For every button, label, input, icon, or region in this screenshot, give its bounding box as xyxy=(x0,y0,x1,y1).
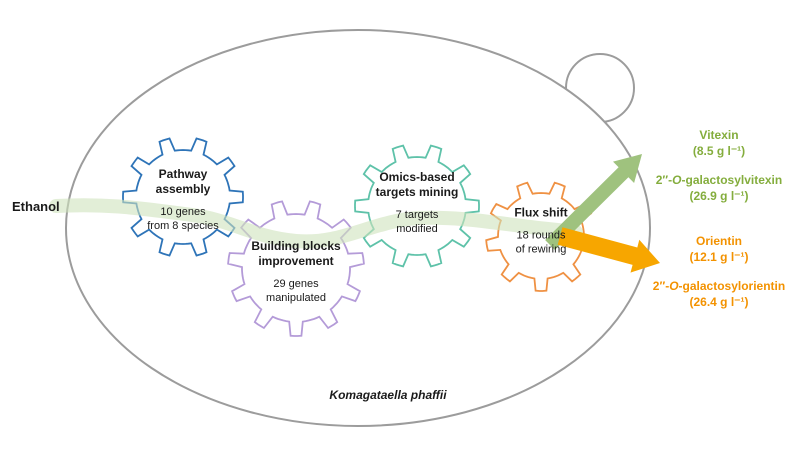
green-products: Vitexin (8.5 g l⁻¹) 2″-O-galactosylvitex… xyxy=(639,128,799,218)
product-titer: (26.4 g l⁻¹) xyxy=(689,294,749,309)
gear-title: Building blocks improvement xyxy=(251,238,341,268)
product-name-part: 2″- xyxy=(655,173,673,188)
gear-detail: 29 genes manipulated xyxy=(266,277,326,304)
orange-products: Orientin (12.1 g l⁻¹) 2″-O-galactosylori… xyxy=(639,234,799,324)
product-orientin: Orientin (12.1 g l⁻¹) xyxy=(639,234,799,265)
gear-omics-targets-icon xyxy=(354,144,480,268)
product-name: 2″-O-galactosylvitexin xyxy=(639,173,799,189)
gear-text-building-blocks: Building blocks improvement 29 genes man… xyxy=(240,239,352,306)
product-name: Orientin xyxy=(695,234,742,248)
product-name-part-italic: O xyxy=(669,279,679,294)
gear-title: Pathway assembly xyxy=(155,166,211,196)
product-name: Vitexin xyxy=(699,128,739,142)
green-output-arrow-icon xyxy=(545,154,642,250)
flux-band xyxy=(49,198,583,249)
gear-detail: 18 rounds of rewiring xyxy=(515,229,567,255)
product-galactosylorientin: 2″-O-galactosylorientin (26.4 g l⁻¹) xyxy=(639,279,799,310)
product-titer: (12.1 g l⁻¹) xyxy=(689,249,749,264)
product-name-part: -galactosylvitexin xyxy=(681,173,783,188)
product-galactosylvitexin: 2″-O-galactosylvitexin (26.9 g l⁻¹) xyxy=(639,173,799,204)
product-titer: (26.9 g l⁻¹) xyxy=(689,188,749,203)
gear-text-flux-shift: Flux shift 18 rounds of rewiring xyxy=(485,205,597,257)
gear-title: Omics-based targets mining xyxy=(375,169,459,199)
gear-text-omics-targets: Omics-based targets mining 7 targets mod… xyxy=(361,170,473,237)
input-label-ethanol: Ethanol xyxy=(12,199,60,214)
product-name-part: -galactosylorientin xyxy=(678,279,786,294)
orange-output-arrow-icon xyxy=(557,227,660,273)
product-vitexin: Vitexin (8.5 g l⁻¹) xyxy=(639,128,799,159)
organism-label: Komagataella phaffii xyxy=(329,388,447,402)
gear-detail: 10 genes from 8 species xyxy=(147,205,219,232)
product-name-part-italic: O xyxy=(672,173,682,188)
product-name: 2″-O-galactosylorientin xyxy=(639,279,799,295)
product-titer: (8.5 g l⁻¹) xyxy=(692,143,746,158)
gear-text-pathway-assembly: Pathway assembly 10 genes from 8 species xyxy=(127,167,239,234)
gear-title: Flux shift xyxy=(514,205,568,220)
product-name-part: 2″- xyxy=(652,279,670,294)
gear-detail: 7 targets modified xyxy=(395,208,439,235)
